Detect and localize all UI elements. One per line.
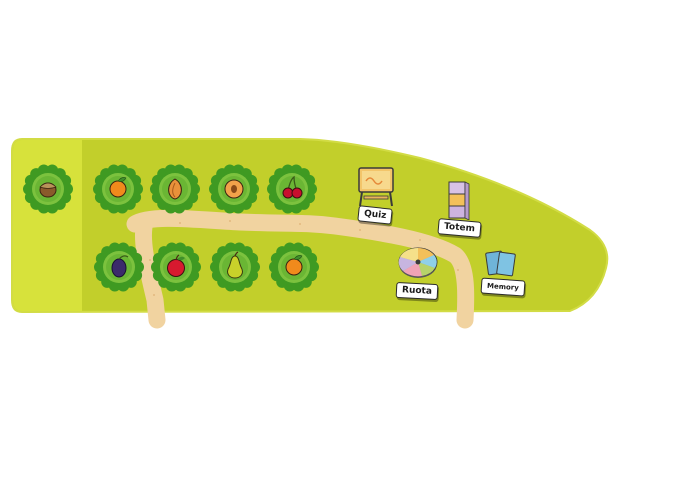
quiz-activity[interactable]: Quiz	[354, 166, 398, 225]
pear-icon	[210, 242, 260, 292]
bush-apricot[interactable]	[208, 162, 260, 214]
bush-hazelnut[interactable]	[22, 162, 74, 214]
apple-icon	[151, 242, 201, 292]
totem-icon	[448, 181, 470, 220]
bush-orange-2[interactable]	[268, 240, 320, 292]
quiz-board-icon	[358, 167, 394, 207]
bush-almond[interactable]	[149, 162, 201, 214]
orange-icon	[93, 164, 143, 214]
bush-orange[interactable]	[92, 162, 144, 214]
path-texture	[149, 220, 459, 296]
memory-label: Memory	[480, 277, 526, 297]
memory-activity[interactable]: Memory	[478, 248, 526, 297]
totem-label: Totem	[437, 218, 482, 238]
bush-apple[interactable]	[150, 240, 202, 292]
bush-cherry[interactable]	[266, 162, 318, 214]
cherry-icon	[267, 164, 317, 214]
ruota-activity[interactable]: Ruota	[392, 246, 444, 301]
bush-pear[interactable]	[209, 240, 261, 292]
dirt-path	[126, 209, 475, 329]
wheel-icon	[398, 247, 438, 278]
ruota-label: Ruota	[395, 281, 439, 301]
plum-icon	[94, 242, 144, 292]
hazelnut-icon	[23, 164, 73, 214]
orange-icon	[269, 242, 319, 292]
almond-icon	[150, 164, 200, 214]
totem-activity[interactable]: Totem	[436, 180, 482, 238]
apricot-icon	[209, 164, 259, 214]
quiz-label: Quiz	[357, 205, 394, 225]
bush-plum[interactable]	[93, 240, 145, 292]
memory-cards-icon	[485, 250, 516, 277]
